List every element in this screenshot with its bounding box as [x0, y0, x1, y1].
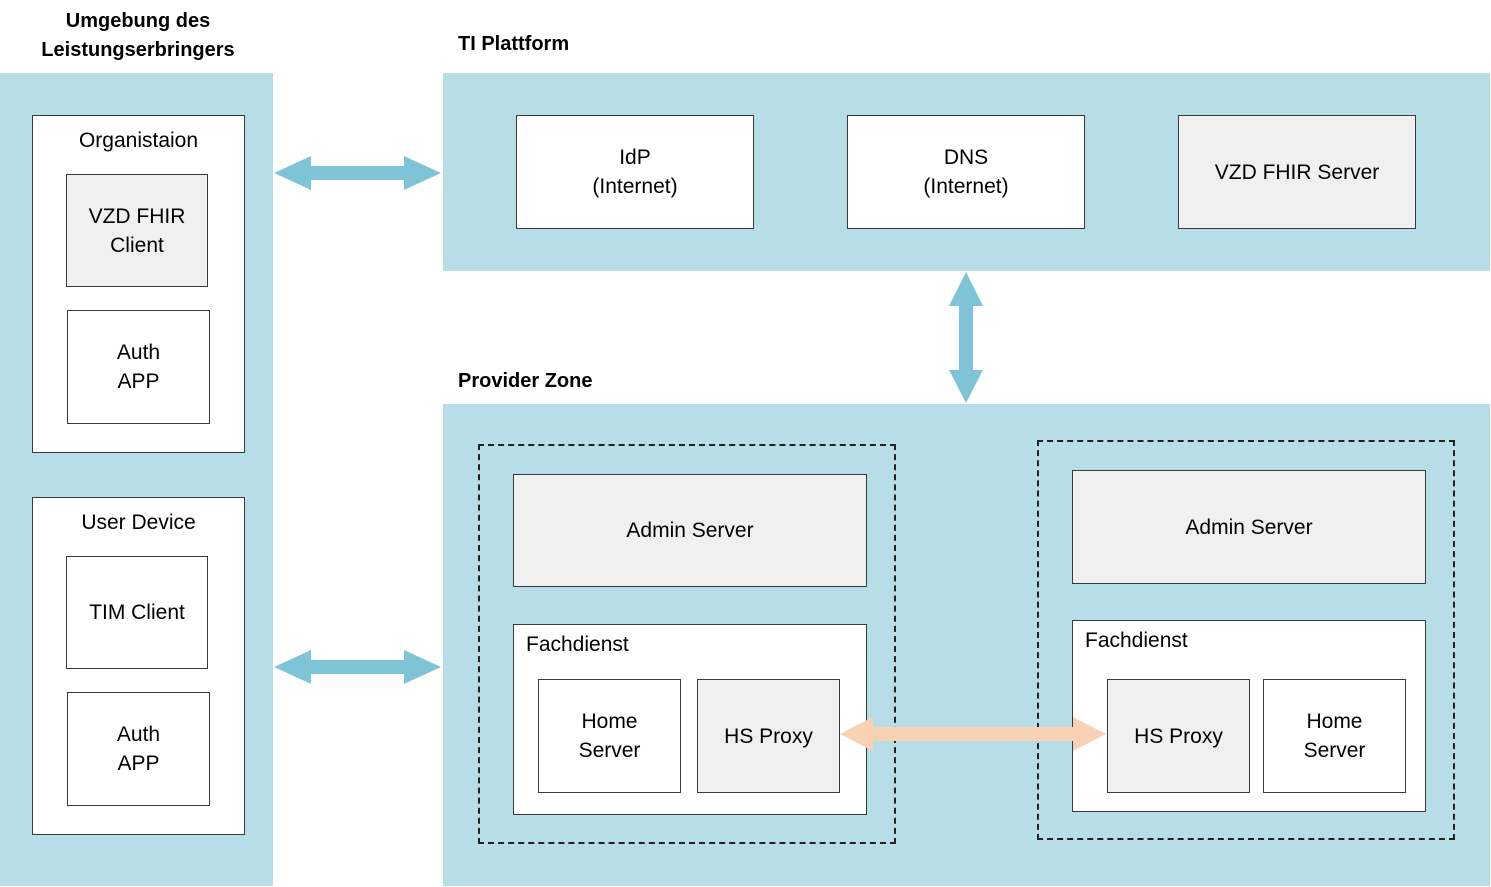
environment-title: Umgebung des Leistungserbringers — [41, 10, 235, 61]
home-server-label: Home Server — [1303, 710, 1366, 762]
vzd-fhir-client-box: VZD FHIR Client — [66, 174, 208, 287]
arrow-ti-platform-provider-zone — [949, 272, 983, 403]
tim-client-box: TIM Client — [66, 556, 208, 669]
admin-server-box-right: Admin Server — [1072, 470, 1426, 584]
idp-box: IdP (Internet) — [516, 115, 754, 229]
admin-server-box-left: Admin Server — [513, 474, 867, 587]
arrow-environment-ti-platform — [274, 156, 441, 190]
tim-client-label: TIM Client — [89, 601, 185, 624]
auth-app-label: Auth APP — [116, 723, 161, 775]
vzd-fhir-server-box: VZD FHIR Server — [1178, 115, 1416, 229]
dns-box: DNS (Internet) — [847, 115, 1085, 229]
admin-server-label: Admin Server — [626, 519, 754, 542]
vzd-fhir-client-label: VZD FHIR Client — [88, 204, 186, 257]
auth-app-label: Auth APP — [116, 341, 161, 393]
auth-app-box-organisation: Auth APP — [67, 310, 210, 424]
hs-proxy-box-right: HS Proxy — [1107, 679, 1250, 793]
ti-platform-title: TI Plattform — [458, 33, 570, 55]
auth-app-box-user-device: Auth APP — [67, 692, 210, 806]
hs-proxy-label: HS Proxy — [724, 724, 813, 748]
fachdienst-title: Fachdienst — [1085, 629, 1188, 652]
organisation-title: Organistaion — [78, 129, 199, 152]
dns-label: DNS (Internet) — [923, 146, 1009, 198]
vzd-fhir-server-label: VZD FHIR Server — [1214, 160, 1380, 184]
home-server-label: Home Server — [578, 710, 641, 762]
fachdienst-title: Fachdienst — [526, 633, 629, 656]
hs-proxy-label: HS Proxy — [1134, 724, 1223, 748]
provider-group-right — [1037, 440, 1455, 840]
hs-proxy-box-left: HS Proxy — [697, 679, 840, 793]
arrow-environment-provider-zone — [274, 650, 441, 684]
provider-group-left — [478, 444, 896, 844]
home-server-box-left: Home Server — [538, 679, 681, 793]
home-server-box-right: Home Server — [1263, 679, 1406, 793]
admin-server-label: Admin Server — [1185, 515, 1313, 539]
idp-label: IdP (Internet) — [592, 146, 678, 198]
provider-zone-title: Provider Zone — [458, 370, 593, 392]
user-device-title: User Device — [81, 511, 196, 534]
